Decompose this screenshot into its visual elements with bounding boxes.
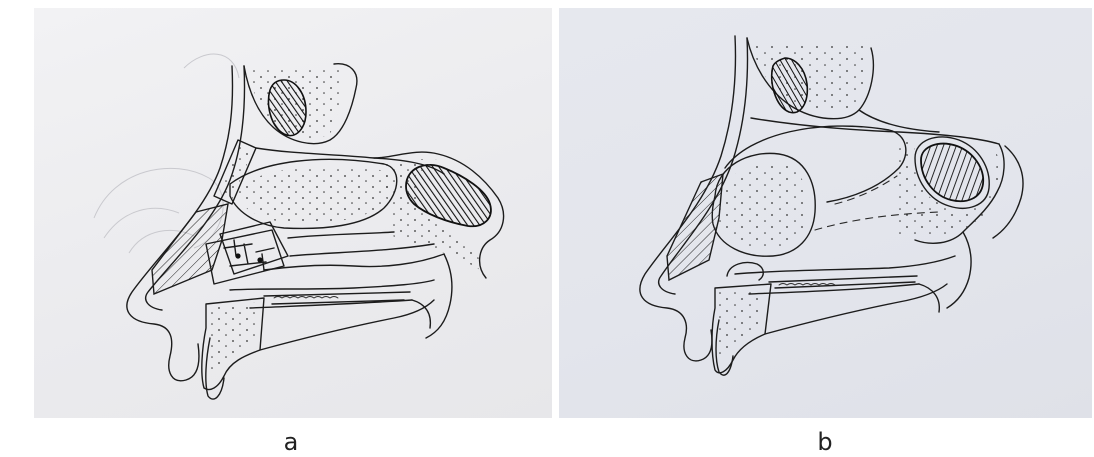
soft-palate	[412, 300, 430, 328]
soft-palate	[919, 284, 939, 312]
central-component	[224, 240, 274, 270]
hard-palate-upper	[735, 256, 955, 274]
nasal-floor-lower	[260, 300, 434, 350]
septal-cartilage-hatched	[152, 204, 228, 294]
palate-teeth-row	[274, 297, 338, 299]
frontal-stipple	[751, 42, 867, 112]
septal-cartilage-hatched	[667, 174, 723, 280]
nasal-mass-stipple	[719, 162, 807, 248]
sketch-panel-a	[34, 8, 552, 418]
palate-bump	[727, 263, 763, 281]
septum-line-upper	[288, 232, 394, 238]
sphenoid-sinus-dark	[921, 144, 983, 202]
frontal-to-base	[859, 110, 939, 132]
nasal-floor-lower	[765, 284, 947, 334]
panel-label-a: a	[271, 428, 311, 456]
palate-teeth-row	[779, 284, 835, 286]
panel-label-b: b	[805, 428, 845, 456]
hard-palate-upper	[230, 280, 434, 290]
posterior-wall	[947, 232, 971, 308]
sketch-panel-b	[559, 8, 1092, 418]
sketch-drawing-b	[559, 8, 1092, 418]
skull-base-line	[751, 118, 999, 144]
sketch-drawing-a	[34, 8, 552, 418]
septum-line-lower	[290, 244, 434, 256]
